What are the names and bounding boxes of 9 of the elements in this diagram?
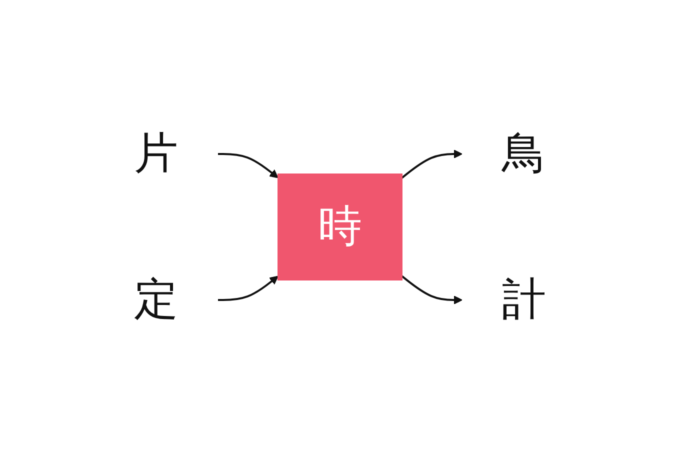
node-text: 片 <box>134 127 178 178</box>
arrow <box>218 152 278 178</box>
node-text: 鳥 <box>502 127 546 178</box>
node-text: 計 <box>502 273 546 324</box>
node-text: 定 <box>134 273 178 324</box>
arrow <box>401 274 462 304</box>
arrow <box>218 275 278 300</box>
arrow <box>401 149 462 178</box>
node-box: 時 <box>278 173 402 280</box>
